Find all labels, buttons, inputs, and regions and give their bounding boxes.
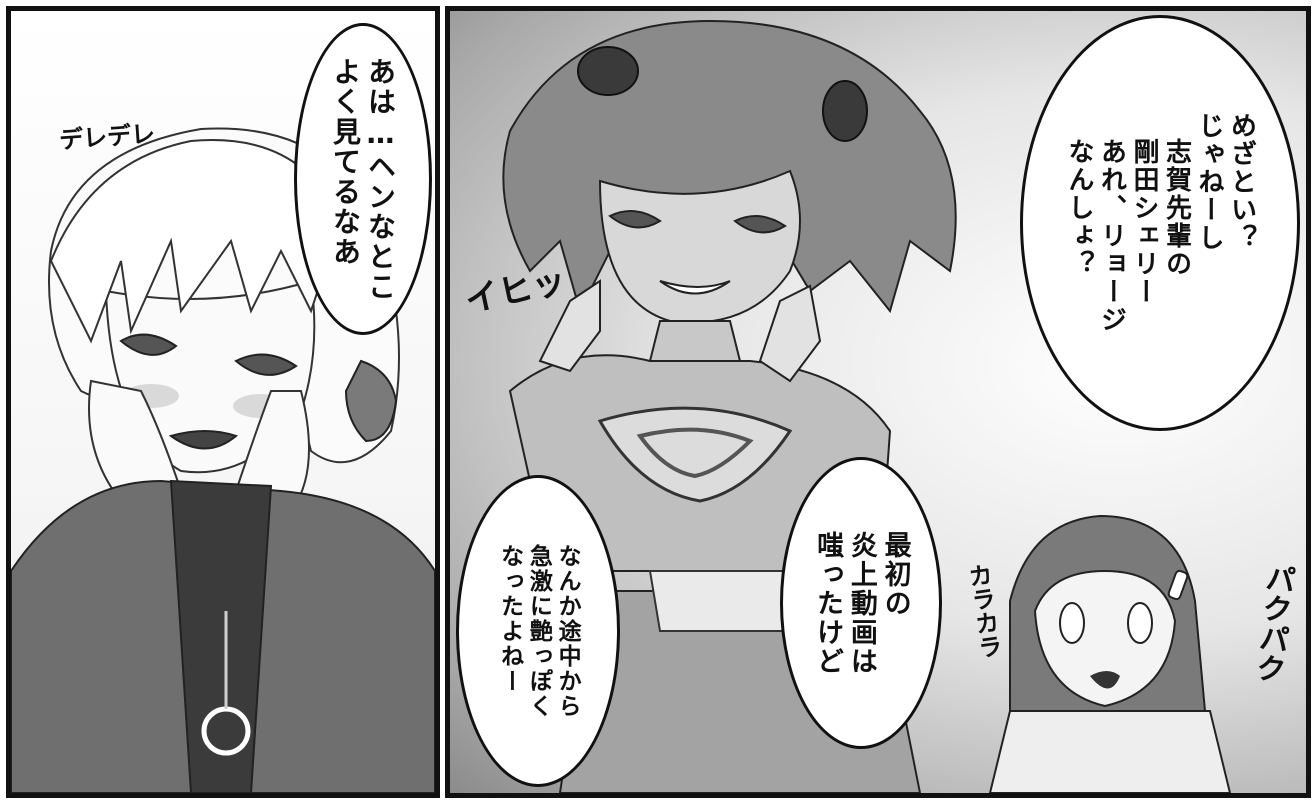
speech-line: 最初の [879,530,911,618]
manga-panel-right: イヒッ めざとい？ じゃねーし 志賀先輩の 剛田シェリー あれ、リョージ なんし… [445,6,1311,798]
speech-line: 志賀先輩の [1161,138,1192,278]
speech-line: 急激に艶っぽく [525,543,552,719]
speech-line: めざとい？ [1226,112,1257,252]
speech-line: なんしょ？ [1064,138,1094,278]
speech-text-lower-left: なんか途中から 急激に艶っぽく なったよねー [495,544,581,719]
speech-line: よく見てるなあ [329,56,362,267]
speech-line: なったよねー [496,543,523,694]
speech-line: 炎上動画は [845,530,877,676]
speech-line: じゃねーし [1194,112,1224,252]
speech-bubble-middle-right: 最初の 炎上動画は 嗤ったけど [780,457,942,749]
speech-line: 嗤ったけど [812,530,844,676]
speech-text-left: あは…ヘンなとこ よく見てるなあ [328,57,398,302]
manga-panel-left: デレデレ あは…ヘンなとこ よく見てるなあ [6,6,440,798]
speech-bubble-lower-left: なんか途中から 急激に艶っぽく なったよねー [456,475,620,787]
speech-line: 剛田シェリー [1129,138,1159,306]
speech-line: あは…ヘンなとこ [364,56,397,302]
speech-text-top-right: めざとい？ じゃねーし 志賀先輩の 剛田シェリー あれ、リョージ なんしょ？ [1063,112,1258,334]
speech-line: なんか途中から [554,543,581,719]
blonde-girl-illustration [11,127,435,793]
speech-bubble-left: あは…ヘンなとこ よく見てるなあ [294,23,432,335]
speech-bubble-top-right: めざとい？ じゃねーし 志賀先輩の 剛田シェリー あれ、リョージ なんしょ？ [1020,15,1300,431]
speech-text-middle-right: 最初の 炎上動画は 嗤ったけど [810,531,911,676]
speech-line: あれ、リョージ [1096,138,1127,334]
sfx-deredere: デレデレ [58,119,157,155]
